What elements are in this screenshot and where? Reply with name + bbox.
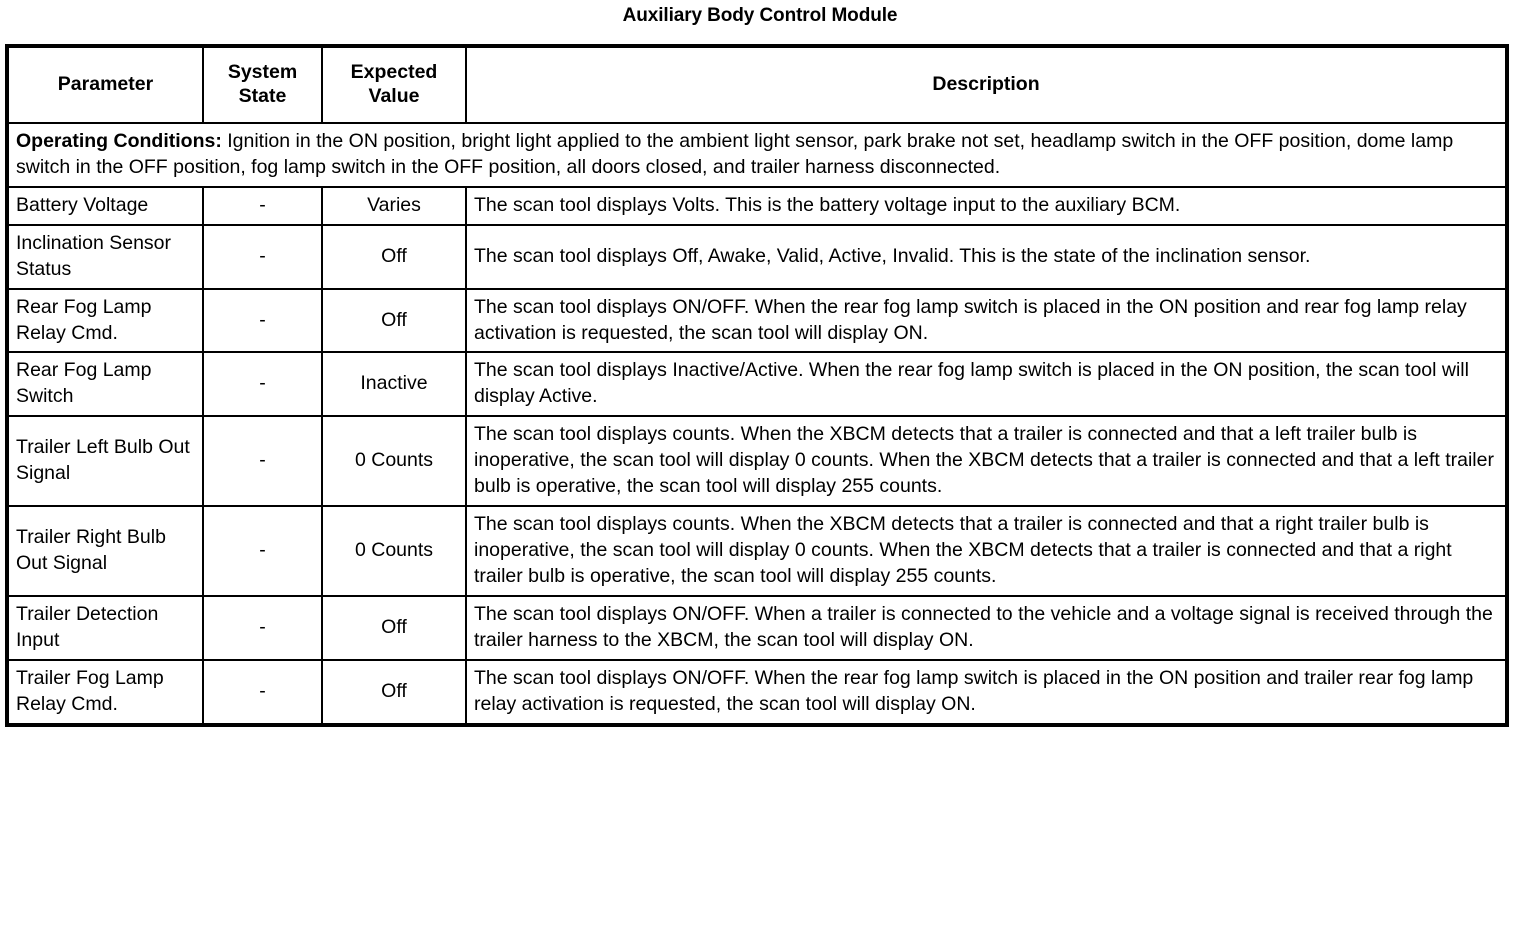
cell-parameter: Trailer Fog Lamp Relay Cmd. xyxy=(6,658,204,726)
table-row: Inclination Sensor Status - Off The scan… xyxy=(6,223,1508,290)
cell-parameter: Trailer Left Bulb Out Signal xyxy=(6,415,204,508)
cell-parameter: Rear Fog Lamp Switch xyxy=(6,351,204,418)
cell-description: The scan tool displays ON/OFF. When the … xyxy=(465,287,1508,354)
cell-system-state: - xyxy=(202,594,323,661)
cell-system-state: - xyxy=(202,185,323,226)
column-header-expected-value-line1: Expected xyxy=(350,61,438,84)
cell-description: The scan tool displays ON/OFF. When a tr… xyxy=(465,594,1508,661)
table-header: Parameter System State Expected Value De… xyxy=(6,45,1508,124)
cell-expected-value: Off xyxy=(321,594,467,661)
table-row: Rear Fog Lamp Relay Cmd. - Off The scan … xyxy=(6,287,1508,354)
column-header-expected-value-line2: Value xyxy=(368,85,420,107)
cell-description: The scan tool displays Inactive/Active. … xyxy=(465,351,1508,418)
table-row: Rear Fog Lamp Switch - Inactive The scan… xyxy=(6,351,1508,418)
cell-expected-value: Off xyxy=(321,287,467,354)
table-row: Battery Voltage - Varies The scan tool d… xyxy=(6,185,1508,226)
column-header-description: Description xyxy=(465,45,1508,124)
cell-system-state: - xyxy=(202,287,323,354)
cell-system-state: - xyxy=(202,223,323,290)
operating-conditions-row: Operating Conditions: Ignition in the ON… xyxy=(6,122,1508,188)
cell-description: The scan tool displays Off, Awake, Valid… xyxy=(465,223,1508,290)
cell-description: The scan tool displays counts. When the … xyxy=(465,415,1508,508)
operating-conditions-cell: Operating Conditions: Ignition in the ON… xyxy=(6,122,1508,188)
cell-parameter: Trailer Detection Input xyxy=(6,594,204,661)
cell-expected-value: 0 Counts xyxy=(321,505,467,597)
cell-parameter: Battery Voltage xyxy=(6,185,204,226)
column-header-system-state-line1: System xyxy=(227,61,298,84)
cell-expected-value: Off xyxy=(321,658,467,726)
cell-expected-value: Inactive xyxy=(321,351,467,418)
cell-expected-value: Varies xyxy=(321,185,467,226)
page-title: Auxiliary Body Control Module xyxy=(622,5,898,26)
column-header-parameter: Parameter xyxy=(6,45,204,124)
cell-description: The scan tool displays counts. When the … xyxy=(465,505,1508,597)
parameter-spec-table: Parameter System State Expected Value De… xyxy=(5,44,1509,727)
operating-conditions-label: Operating Conditions: xyxy=(16,130,222,152)
spec-table-container: Parameter System State Expected Value De… xyxy=(5,44,1509,727)
table-row: Trailer Fog Lamp Relay Cmd. - Off The sc… xyxy=(6,658,1508,726)
cell-parameter: Rear Fog Lamp Relay Cmd. xyxy=(6,287,204,354)
cell-description: The scan tool displays Volts. This is th… xyxy=(465,185,1508,226)
cell-description: The scan tool displays ON/OFF. When the … xyxy=(465,658,1508,726)
cell-parameter: Trailer Right Bulb Out Signal xyxy=(6,505,204,597)
header-row: Parameter System State Expected Value De… xyxy=(6,45,1508,124)
operating-conditions-text: Ignition in the ON position, bright ligh… xyxy=(16,130,1454,178)
table-row: Trailer Right Bulb Out Signal - 0 Counts… xyxy=(6,505,1508,597)
column-header-system-state: System State xyxy=(202,45,323,124)
cell-parameter: Inclination Sensor Status xyxy=(6,223,204,290)
table-row: Trailer Detection Input - Off The scan t… xyxy=(6,594,1508,661)
column-header-system-state-line2: State xyxy=(238,85,287,107)
cell-system-state: - xyxy=(202,505,323,597)
cell-system-state: - xyxy=(202,415,323,508)
column-header-expected-value: Expected Value xyxy=(321,45,467,124)
cell-system-state: - xyxy=(202,351,323,418)
cell-expected-value: 0 Counts xyxy=(321,415,467,508)
table-body: Operating Conditions: Ignition in the ON… xyxy=(6,122,1508,726)
cell-system-state: - xyxy=(202,658,323,726)
cell-expected-value: Off xyxy=(321,223,467,290)
table-row: Trailer Left Bulb Out Signal - 0 Counts … xyxy=(6,415,1508,508)
